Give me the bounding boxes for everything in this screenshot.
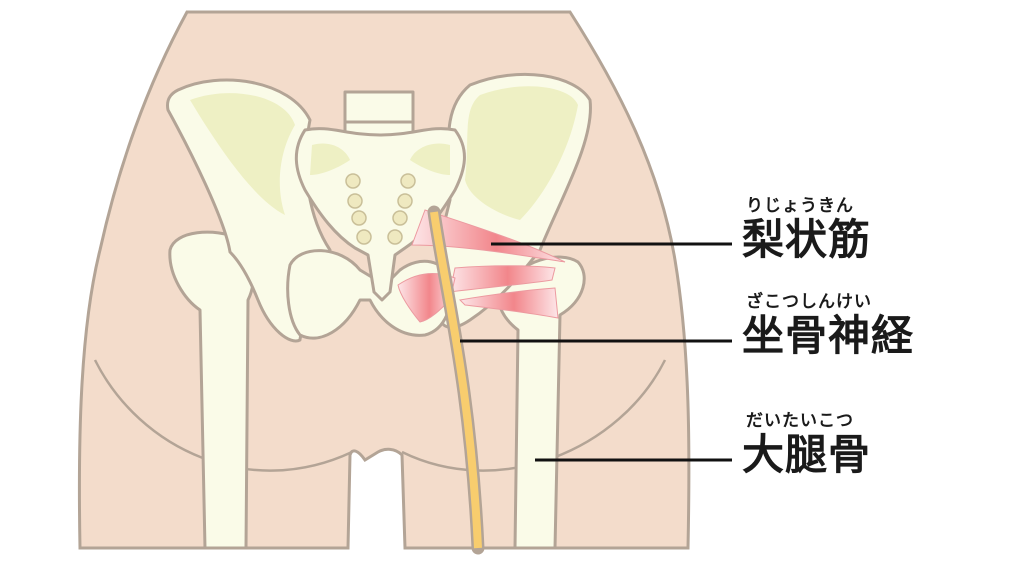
lumbar-vertebra <box>343 90 415 138</box>
sacral-foramina <box>345 173 416 245</box>
term: 坐骨神経 <box>742 311 915 360</box>
piriformis-muscle <box>397 209 566 323</box>
femur-right <box>497 255 586 550</box>
label-femur: だいたいこつ 大腿骨 <box>742 411 871 479</box>
label-piriformis: りじょうきん 梨状筋 <box>742 196 871 264</box>
furigana: ざこつしんけい <box>746 292 872 312</box>
furigana: りじょうきん <box>746 196 854 216</box>
term: 大腿骨 <box>742 430 872 479</box>
furigana: だいたいこつ <box>746 411 854 431</box>
term: 梨状筋 <box>742 215 872 264</box>
sacrum <box>294 127 466 302</box>
label-sciatic-nerve: ざこつしんけい 坐骨神経 <box>742 292 914 360</box>
pubis <box>286 249 453 340</box>
